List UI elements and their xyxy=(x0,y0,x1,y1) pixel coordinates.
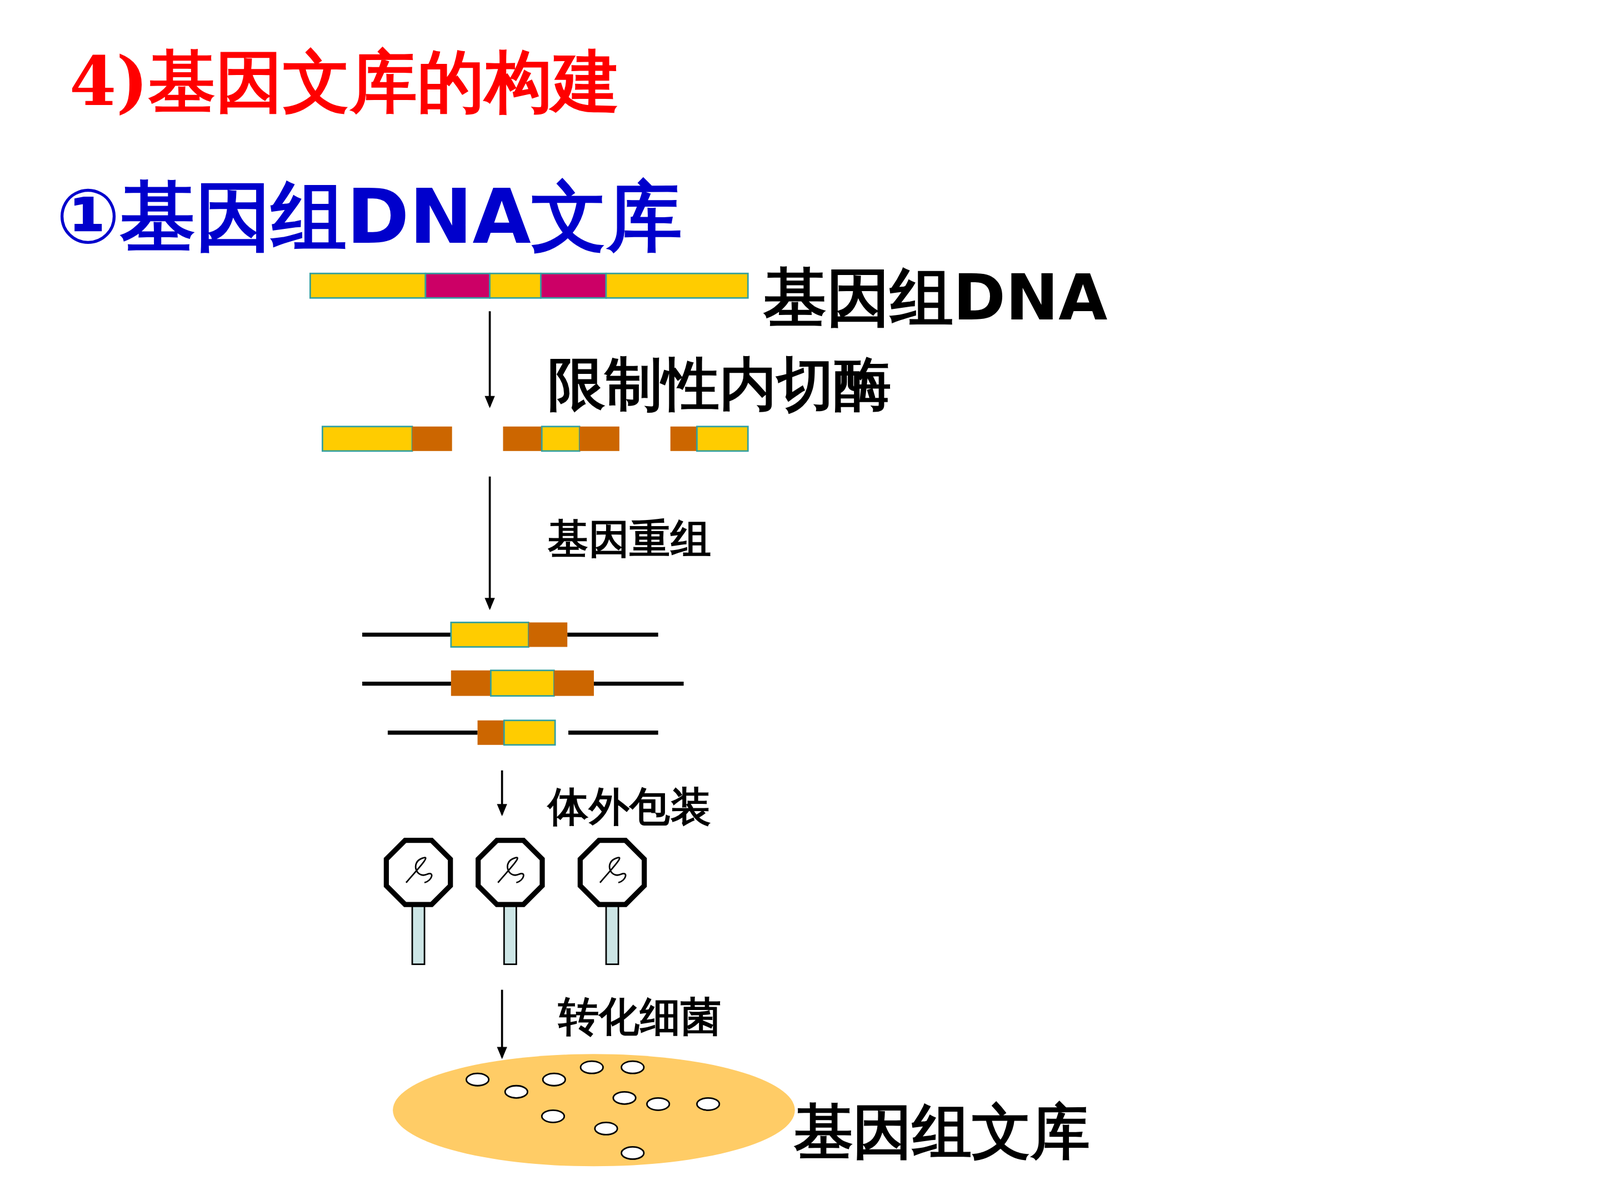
section-heading: ①基因组DNA文库 xyxy=(56,175,682,259)
genomic-dna-bar xyxy=(310,273,748,298)
library-label: 基因组文库 xyxy=(793,1100,1090,1165)
enzyme-label: 限制性内切酶 xyxy=(547,352,891,416)
dna-label: 基因组DNA xyxy=(763,263,1108,333)
dna-fragments xyxy=(322,426,748,452)
step-label: 体外包装 xyxy=(547,783,712,829)
culture-plate xyxy=(392,1053,795,1167)
step-label: 基因重组 xyxy=(547,516,712,562)
page-title: 4)基因文库的构建 xyxy=(69,45,620,119)
step-label: 转化细菌 xyxy=(558,993,722,1039)
recombinant-vectors xyxy=(362,622,684,745)
phage-particles xyxy=(386,840,644,965)
